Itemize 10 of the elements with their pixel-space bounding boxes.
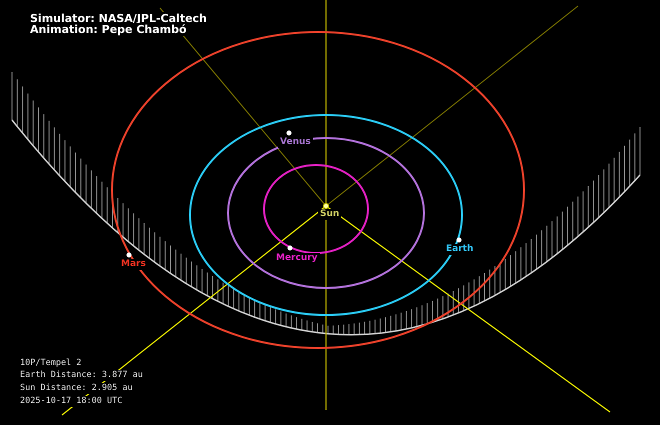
planet-label: Earth [444, 244, 476, 255]
info-text: 10P/Tempel 2 [18, 358, 84, 368]
info-text: 2025-10-17 18:00 UTC [18, 396, 124, 406]
planet-label: Mars [119, 259, 148, 270]
planet-label: Mercury [274, 253, 320, 264]
planet-label: Sun [318, 209, 342, 220]
info-text: Sun Distance: 2.905 au [18, 383, 135, 394]
planet-label: Venus [278, 137, 313, 148]
info-text: Earth Distance: 3.877 au [18, 370, 145, 380]
credit-text: Animation: Pepe Chambó [28, 23, 189, 36]
